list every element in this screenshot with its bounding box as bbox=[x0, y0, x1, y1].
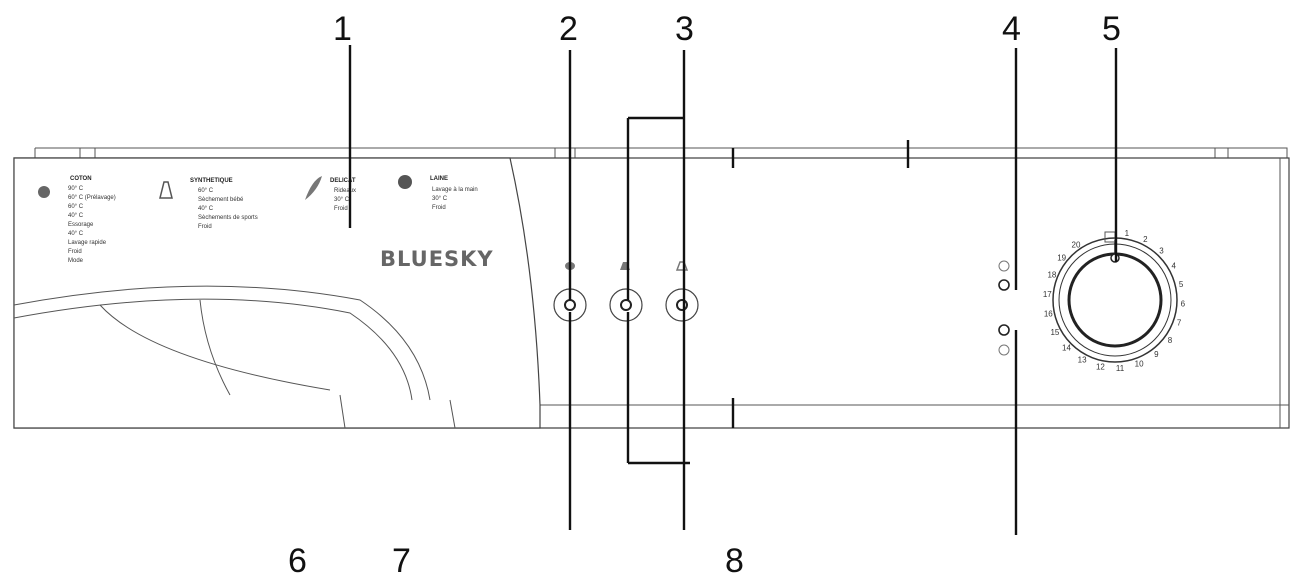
dial-number: 18 bbox=[1047, 271, 1056, 280]
power-symbol-icon bbox=[998, 260, 1010, 272]
dial-number: 2 bbox=[1143, 235, 1148, 244]
dial-number: 6 bbox=[1181, 299, 1186, 308]
callout-numbers: 1 2 3 4 5 6 7 8 bbox=[288, 10, 1121, 579]
coton-item: Mode bbox=[68, 258, 84, 264]
dial-number: 10 bbox=[1135, 360, 1144, 369]
coton-item: 40° C bbox=[68, 213, 84, 219]
wool-icon bbox=[398, 175, 412, 189]
dial-number: 19 bbox=[1057, 254, 1066, 263]
option-button-3-center bbox=[676, 299, 688, 311]
dial-number: 13 bbox=[1078, 356, 1087, 365]
callout-8: 8 bbox=[725, 542, 744, 579]
option-button-2-center bbox=[620, 299, 632, 311]
panel-top-trim bbox=[34, 147, 1288, 158]
coton-item: 60° C bbox=[68, 204, 84, 210]
coton-item: 90° C bbox=[68, 186, 84, 192]
dial-number: 17 bbox=[1043, 290, 1052, 299]
coton-item: 60° C (Prélavage) bbox=[68, 195, 116, 201]
laine-item: Froid bbox=[432, 205, 446, 211]
synthetique-title: SYNTHETIQUE bbox=[190, 178, 233, 184]
synthetique-item: 40° C bbox=[198, 206, 214, 212]
dial-number: 4 bbox=[1171, 262, 1176, 271]
dial-knob[interactable] bbox=[1067, 252, 1163, 348]
feather-icon bbox=[305, 176, 322, 200]
synthetique-item: Sèchements de sports bbox=[198, 215, 258, 221]
lock-symbol-icon bbox=[998, 344, 1010, 356]
indicator-light-bottom bbox=[998, 324, 1010, 336]
laine-title: LAINE bbox=[430, 176, 448, 182]
coton-item: Lavage rapide bbox=[68, 240, 107, 246]
option-button-2[interactable] bbox=[609, 288, 643, 322]
delicat-item: Rideaux bbox=[334, 188, 356, 194]
dial-number: 14 bbox=[1062, 344, 1071, 353]
option-button-3[interactable] bbox=[665, 288, 699, 322]
dial-number: 5 bbox=[1179, 280, 1184, 289]
brand-logo: BLUESKY bbox=[380, 247, 494, 271]
dial-number: 7 bbox=[1177, 319, 1182, 328]
leader-lines bbox=[348, 45, 1118, 535]
coton-item: Froid bbox=[68, 249, 82, 255]
dial-number: 11 bbox=[1116, 364, 1125, 373]
coton-title: COTON bbox=[70, 176, 92, 182]
dial-number: 20 bbox=[1072, 240, 1081, 249]
callout-4: 4 bbox=[1002, 10, 1021, 48]
dial-number: 16 bbox=[1044, 309, 1053, 318]
detergent-drawer bbox=[13, 157, 541, 429]
delicat-item: 30° C bbox=[334, 197, 350, 203]
synthetique-section: SYNTHETIQUE 60° C Sèchement bébé 40° C S… bbox=[159, 178, 258, 230]
callout-6: 6 bbox=[288, 542, 307, 579]
synthetique-item: Sèchement bébé bbox=[198, 197, 244, 203]
callout-7: 7 bbox=[392, 542, 411, 579]
program-legend: COTON 90° C 60° C (Prélavage) 60° C 40° … bbox=[38, 175, 478, 264]
coton-item: Essorage bbox=[68, 222, 94, 228]
delicat-section: DELICAT Rideaux 30° C Froid bbox=[305, 176, 356, 212]
dial-number: 1 bbox=[1125, 229, 1130, 238]
dial-number: 12 bbox=[1096, 362, 1105, 371]
indicator-lights bbox=[998, 260, 1010, 356]
callout-2: 2 bbox=[559, 10, 578, 48]
delicat-item: Froid bbox=[334, 206, 348, 212]
indicator-light-top bbox=[998, 279, 1010, 291]
cotton-icon bbox=[38, 186, 50, 198]
dial-number: 3 bbox=[1159, 246, 1164, 255]
coton-item: 40° C bbox=[68, 231, 84, 237]
dial-number: 9 bbox=[1154, 350, 1159, 359]
callout-3: 3 bbox=[675, 10, 694, 48]
coton-section: COTON 90° C 60° C (Prélavage) 60° C 40° … bbox=[38, 176, 116, 264]
dial-number: 15 bbox=[1050, 328, 1059, 337]
laine-item: 30° C bbox=[432, 196, 448, 202]
callout-1: 1 bbox=[333, 10, 352, 48]
dial-number: 8 bbox=[1168, 336, 1173, 345]
synthetic-icon bbox=[159, 181, 173, 199]
delicat-title: DELICAT bbox=[330, 178, 356, 184]
synthetique-item: 60° C bbox=[198, 188, 214, 194]
laine-item: Lavage à la main bbox=[432, 187, 478, 193]
synthetique-item: Froid bbox=[198, 224, 212, 230]
callout-5: 5 bbox=[1102, 10, 1121, 48]
laine-section: LAINE Lavage à la main 30° C Froid bbox=[398, 175, 478, 211]
